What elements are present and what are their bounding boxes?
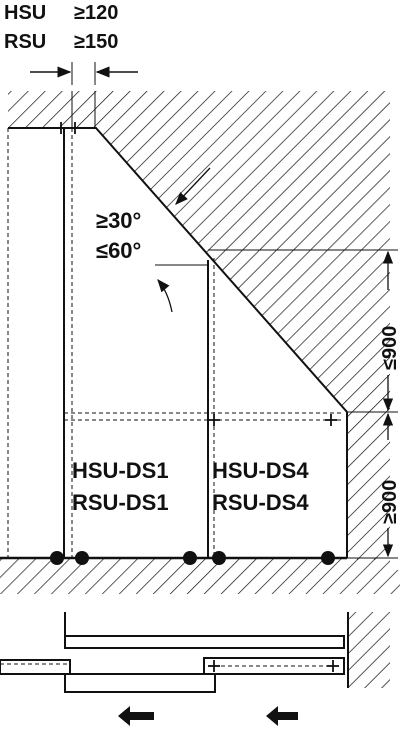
angle-max-label: ≤60° <box>96 238 141 263</box>
header-hsu-label: HSU <box>4 2 46 24</box>
lower-height-label: ≥900 <box>379 480 400 524</box>
arrow-left-icon <box>266 706 298 726</box>
top-view-sketch <box>0 612 390 693</box>
wall-hatch-upper <box>8 90 390 412</box>
right-panel-label-1: HSU-DS4 <box>212 458 309 483</box>
hinge-markers <box>56 122 337 426</box>
left-panel-label-2: RSU-DS1 <box>72 490 169 515</box>
header-hsu-value: ≥120 <box>74 2 118 24</box>
right-panel-label-2: RSU-DS4 <box>212 490 309 515</box>
angle-min-label: ≥30° <box>96 208 141 233</box>
angle-indicator <box>155 167 211 313</box>
header-rsu-value: ≥150 <box>74 31 118 53</box>
height-dimensions <box>208 249 398 559</box>
arrow-left-icon <box>118 706 154 726</box>
floor-hatch <box>0 558 400 596</box>
header-rsu-label: RSU <box>4 31 46 53</box>
wall-hatch-right <box>347 412 390 560</box>
left-panel-label-1: HSU-DS1 <box>72 458 169 483</box>
upper-height-label: ≤900 <box>379 326 400 370</box>
feet <box>50 551 335 565</box>
